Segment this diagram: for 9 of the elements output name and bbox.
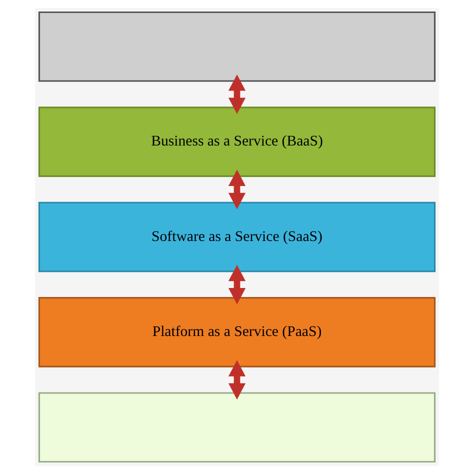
node-box: Platform as a Service (PaaS) — [38, 297, 436, 368]
node-box: Business as a Service (BaaS) — [38, 106, 436, 177]
arrow — [228, 360, 246, 400]
node-box: Software as a Service (SaaS) — [38, 202, 436, 272]
node-box — [38, 392, 436, 463]
arrow — [228, 170, 246, 210]
node-box — [38, 11, 436, 82]
arrow — [228, 264, 246, 304]
arrow — [228, 74, 246, 114]
